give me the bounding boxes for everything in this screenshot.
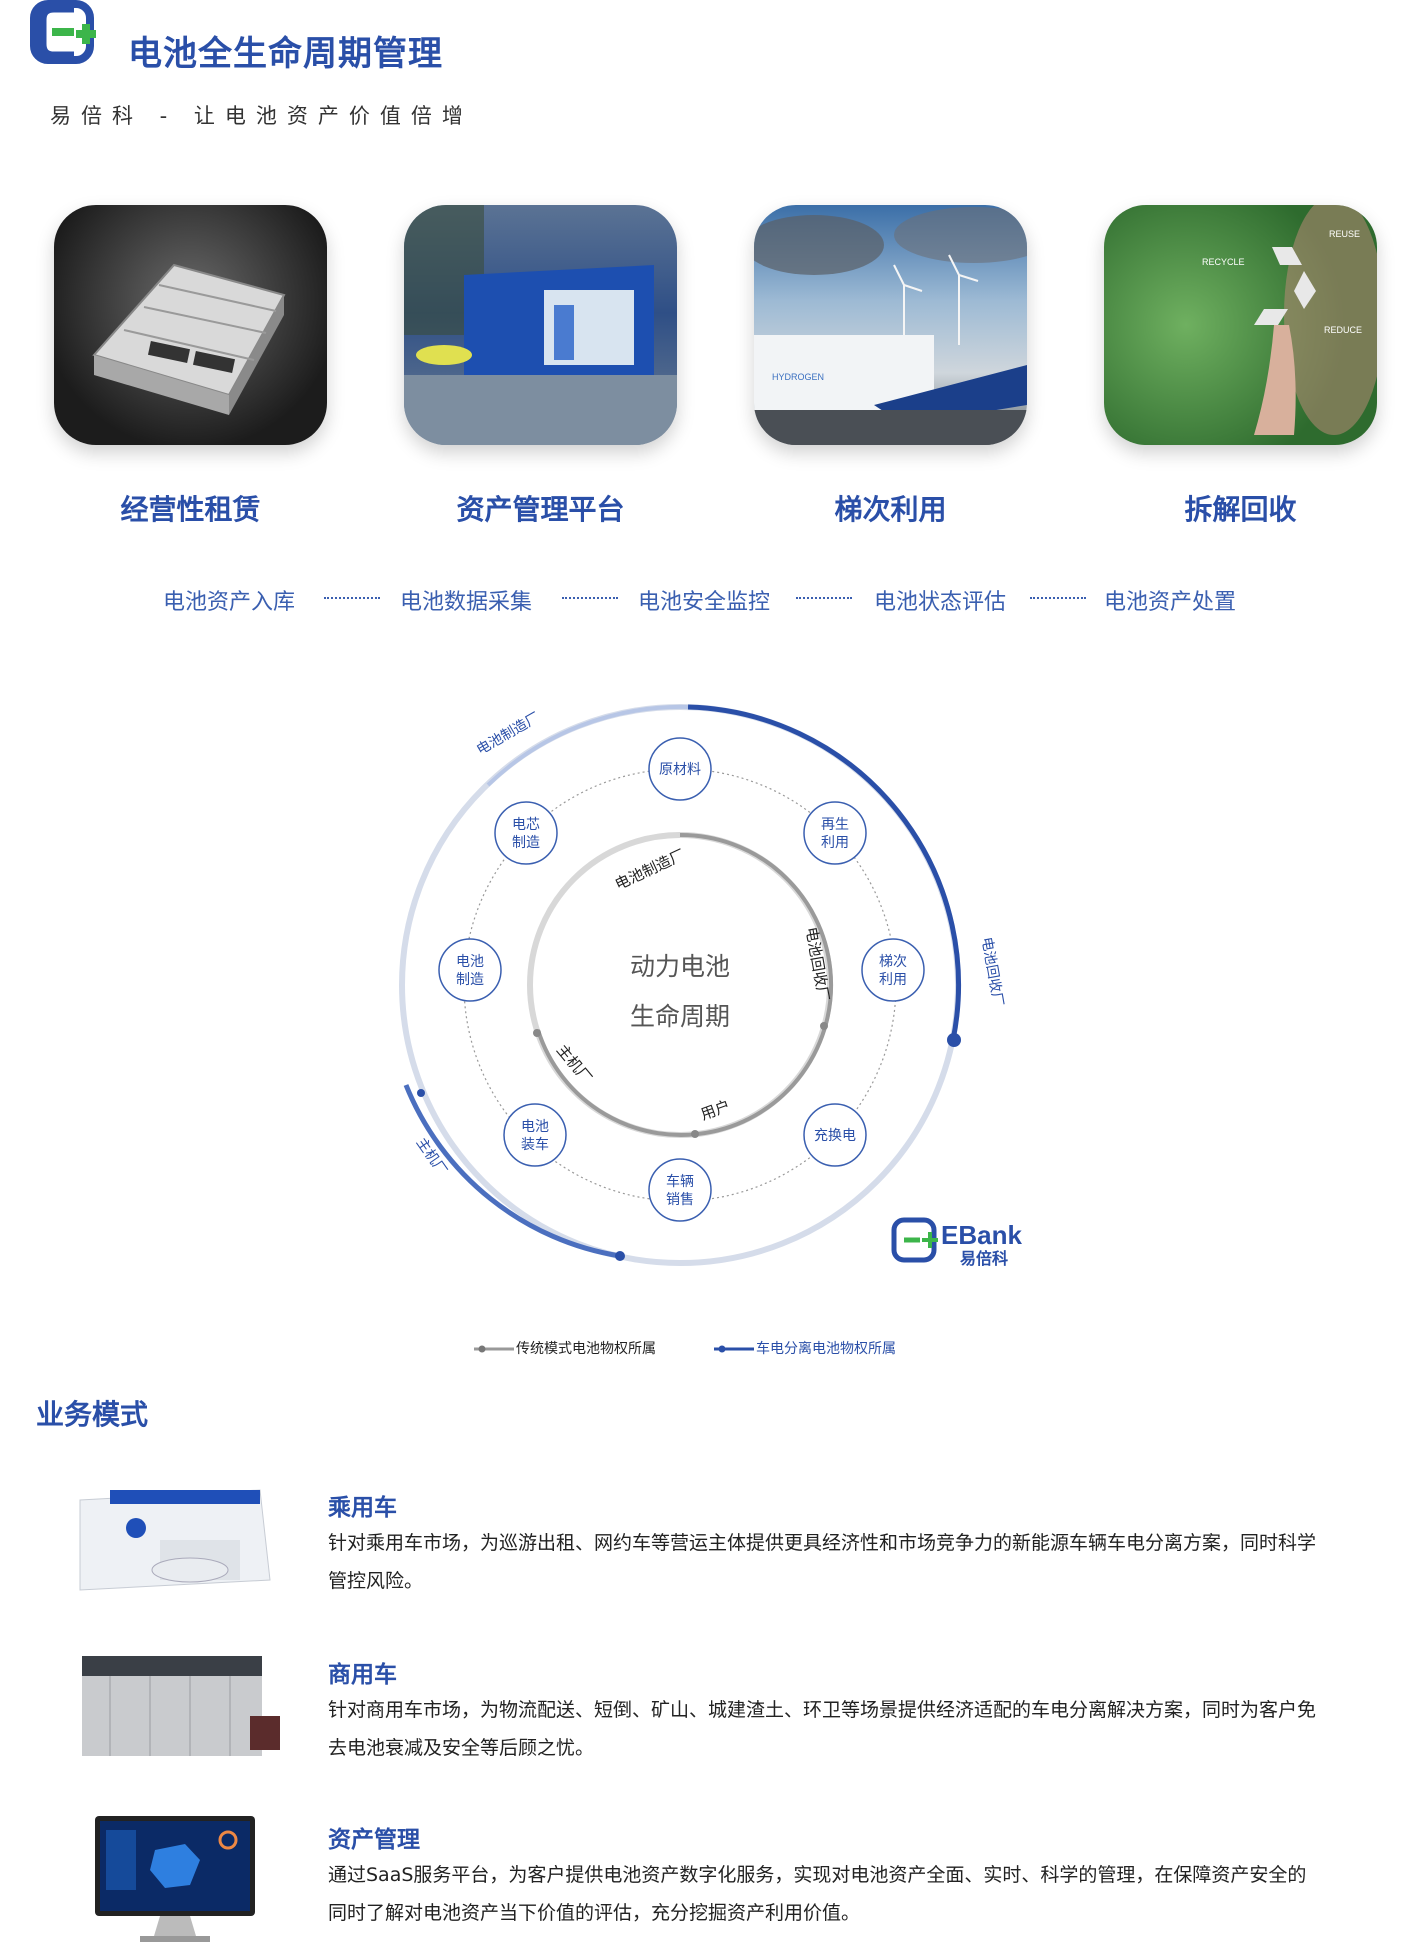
node-label: 利用 — [879, 971, 907, 987]
outer-arc-left — [403, 1084, 621, 1259]
node-circle — [861, 938, 925, 1002]
legend-blue-line-icon — [714, 1345, 754, 1353]
card-label-echelon-use: 梯次利用 — [834, 493, 947, 526]
node-circle — [648, 737, 712, 801]
legend-gray-line-icon — [474, 1345, 514, 1353]
outer-label-right: 电池回收厂 — [979, 936, 1007, 1008]
flow-connector — [796, 597, 852, 599]
page-title: 电池全生命周期管理 — [128, 34, 443, 74]
outer-dot — [417, 1089, 425, 1097]
passenger-station-image — [79, 1489, 271, 1591]
flow-step-collect: 电池数据采集 — [400, 590, 533, 615]
node-label: 电池 — [521, 1118, 549, 1134]
node-battery-manufacture: 电池制造 — [438, 938, 502, 1002]
slogan: 易倍科 - 让电池资产价值倍增 — [50, 104, 473, 128]
legend-traditional: 传统模式电池物权所属 — [516, 1341, 656, 1357]
node-circle — [494, 801, 558, 865]
node-circle — [438, 938, 502, 1002]
business-section-title: 业务模式 — [36, 1398, 149, 1431]
flow-step-intake: 电池资产入库 — [163, 590, 296, 615]
node-label: 再生 — [821, 816, 849, 832]
node-circle — [803, 1103, 867, 1167]
node-label: 利用 — [821, 834, 849, 850]
node-circle — [503, 1103, 567, 1167]
biz-desc-asset-management: 通过SaaS服务平台，为客户提供电池资产数字化服务，实现对电池资产全面、实时、科… — [328, 1864, 1307, 1924]
center-text-line2: 生命周期 — [630, 1003, 730, 1031]
reduce-label: REDUCE — [1324, 325, 1362, 335]
node-circle — [648, 1158, 712, 1222]
outer-arc-top-left — [486, 704, 689, 787]
flow-step-monitor: 电池安全监控 — [638, 590, 771, 615]
reuse-label: REUSE — [1329, 229, 1360, 239]
legend-separated: 车电分离电池物权所属 — [756, 1341, 896, 1357]
biz-desc-commercial: 针对商用车市场，为物流配送、短倒、矿山、城建渣土、环卫等场景提供经济适配的车电分… — [328, 1699, 1317, 1759]
dashboard-monitor-image — [95, 1816, 255, 1942]
inner-dot — [820, 1022, 828, 1030]
center-text-line1: 动力电池 — [630, 953, 730, 981]
card-label-recycling: 拆解回收 — [1184, 493, 1297, 526]
inner-label-left: 主机厂 — [553, 1042, 595, 1087]
card-label-asset-platform: 资产管理平台 — [456, 493, 625, 526]
outer-dot — [615, 1251, 625, 1261]
energy-storage-image: HYDROGEN — [754, 205, 1027, 445]
recycle-label: RECYCLE — [1202, 257, 1245, 267]
node-label: 车辆 — [666, 1173, 694, 1189]
card-label-leasing: 经营性租赁 — [120, 493, 261, 526]
hydrogen-label: HYDROGEN — [772, 372, 824, 382]
node-label: 电芯 — [512, 816, 540, 832]
flow-step-evaluate: 电池状态评估 — [874, 590, 1007, 615]
node-circle — [803, 801, 867, 865]
biz-desc-passenger: 针对乘用车市场，为巡游出租、网约车等营运主体提供更具经济性和市场竞争力的新能源车… — [328, 1532, 1317, 1592]
swap-station-image — [404, 205, 677, 445]
biz-title-commercial: 商用车 — [328, 1662, 397, 1688]
brand-en: EBank — [941, 1220, 1022, 1250]
flow-connector — [324, 597, 380, 599]
biz-title-passenger: 乘用车 — [328, 1495, 397, 1521]
inner-arc — [536, 832, 834, 1137]
ebank-brand-logo: EBank 易倍科 — [891, 1217, 1022, 1268]
node-label: 梯次 — [879, 953, 907, 969]
flow-connector — [562, 597, 618, 599]
inner-label-top: 电池制造厂 — [613, 847, 688, 894]
node-raw-material: 原材料 — [648, 737, 712, 801]
node-label: 充换电 — [814, 1127, 856, 1143]
brand-cn: 易倍科 — [960, 1249, 1008, 1268]
outer-dot — [947, 1033, 961, 1047]
inner-label-bottom: 用户 — [699, 1098, 733, 1124]
inner-dot — [533, 1029, 541, 1037]
recycle-image: REUSE RECYCLE REDUCE — [1104, 205, 1377, 445]
lifecycle-diagram: 动力电池 生命周期 电池制造厂 电池回收厂 用户 主机厂 电池制造厂 电池回收厂… — [399, 704, 1022, 1268]
inner-dot — [691, 1130, 699, 1138]
outer-arc-right — [687, 704, 962, 1041]
node-label: 制造 — [512, 834, 540, 850]
node-label: 原材料 — [659, 761, 701, 777]
node-label: 电池 — [456, 953, 484, 969]
node-charge-swap: 充换电 — [803, 1103, 867, 1167]
node-label: 销售 — [666, 1191, 694, 1207]
biz-title-asset-management: 资产管理 — [328, 1827, 420, 1853]
flow-connector — [1030, 597, 1086, 599]
battery-pack-image — [54, 205, 327, 445]
commercial-station-image — [82, 1656, 280, 1756]
node-label: 装车 — [521, 1136, 549, 1152]
node-echelon-use: 梯次利用 — [861, 938, 925, 1002]
ebank-logo-icon — [30, 0, 96, 64]
node-label: 制造 — [456, 971, 484, 987]
flow-step-dispose: 电池资产处置 — [1104, 590, 1237, 615]
